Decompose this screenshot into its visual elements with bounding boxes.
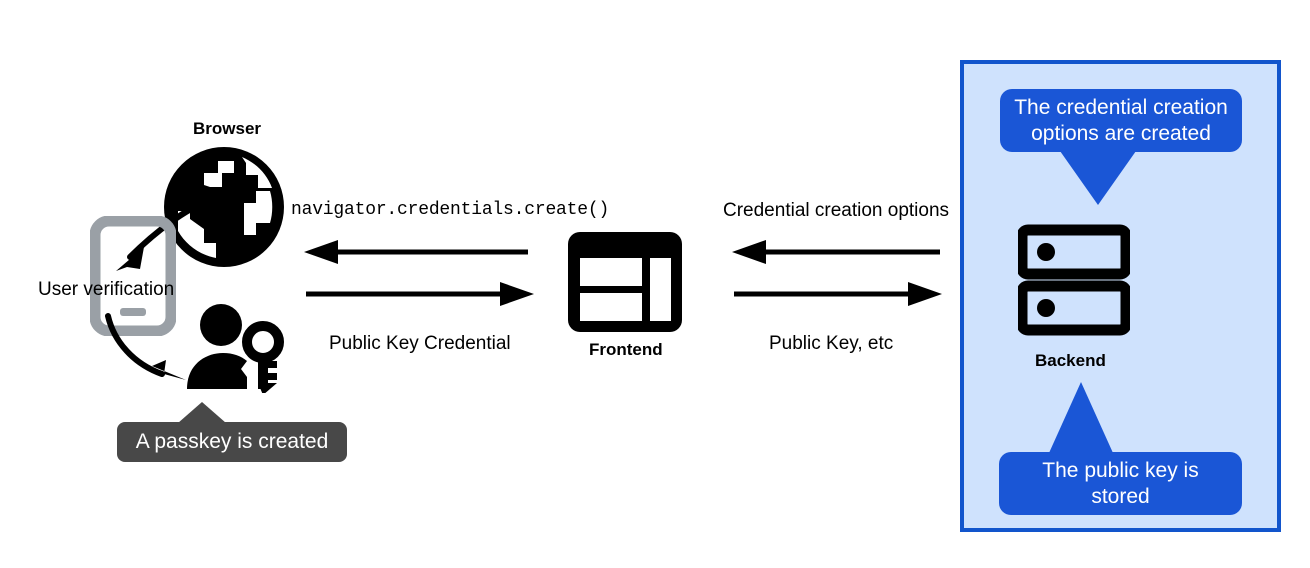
tooltip-tail-icon: [178, 402, 226, 423]
arrow-device-to-user-icon: [105, 313, 186, 380]
arrow-backend-to-frontend-icon: [732, 240, 940, 264]
globe-icon: [164, 147, 284, 267]
arrow-browser-to-frontend-icon: [306, 282, 534, 306]
public-key-credential-label: Public Key Credential: [329, 333, 511, 354]
credential-creation-options-label: Credential creation options: [723, 200, 950, 221]
public-key-etc-label: Public Key, etc: [769, 333, 894, 354]
browser-window-icon: [568, 232, 682, 332]
arrow-frontend-to-browser-icon: [304, 240, 528, 264]
callout-bottom-tail-icon: [1049, 382, 1113, 453]
user-verification-label: User verification: [38, 279, 175, 300]
callout-public-key-stored: The public key is stored: [999, 452, 1242, 515]
arrow-frontend-to-backend-icon: [734, 282, 942, 306]
browser-label: Browser: [193, 119, 262, 138]
passkey-created-tooltip: A passkey is created: [117, 422, 347, 462]
server-rack-icon: [1018, 224, 1130, 336]
callout-top-tail-icon: [1060, 151, 1136, 205]
callout-credential-options: The credential creation options are crea…: [1000, 89, 1242, 152]
mobile-phone-icon: [90, 216, 176, 336]
frontend-label: Frontend: [589, 340, 663, 359]
navigator-credentials-create-label: navigator.credentials.create(): [291, 200, 610, 220]
person-with-key-icon: [187, 304, 284, 393]
backend-label: Backend: [1035, 351, 1106, 370]
